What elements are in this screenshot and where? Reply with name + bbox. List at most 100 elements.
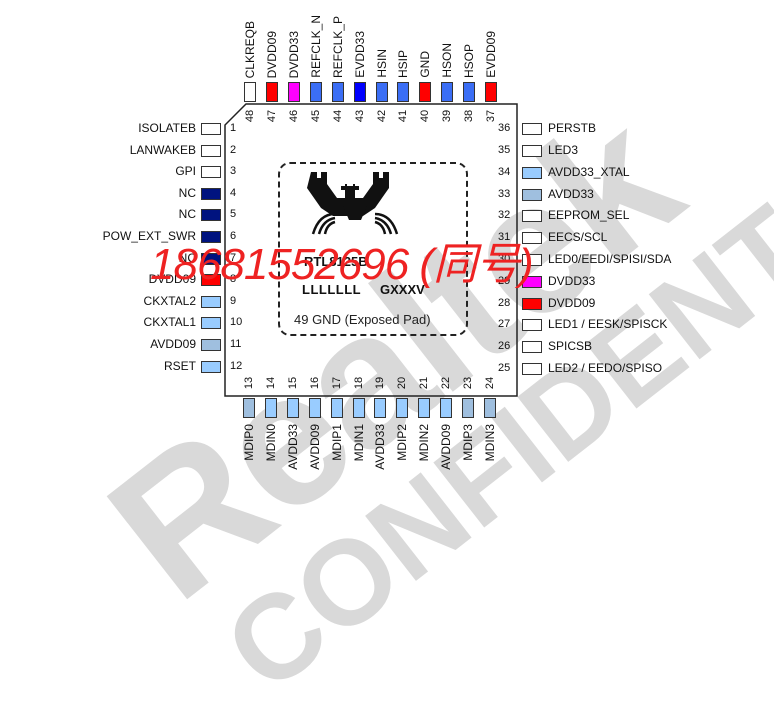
pin-label: CKXTAL1 [143,315,196,330]
pin-label: MDIP0 [242,424,256,461]
pin-label: LED3 [548,143,579,157]
pin-number: 35 [498,144,511,156]
pin-number: 15 [286,376,299,390]
pin-label: AVDD09 [150,337,196,351]
pin-pad [266,82,278,102]
pin-number: 27 [498,318,511,331]
pin-label: MDIP1 [329,424,344,461]
pin-pad [201,360,221,373]
pin-number: 16 [308,376,321,390]
pin-number: 20 [396,376,409,390]
pin-label: SPICSB [548,339,593,354]
pin-pad [463,82,476,102]
pin-label: REFCLK_N [308,15,323,78]
pin-label: HSIP [396,49,411,78]
pin-label: MDIN3 [482,424,497,462]
pin-number: 14 [264,376,277,390]
pin-label: AVDD09 [307,424,322,470]
pin-number: 3 [230,165,237,178]
pin-label: MDIP3 [461,424,475,461]
pin-label: LED1 / EESK/SPISCK [548,317,668,332]
exposed-pad-outline [278,162,468,336]
pin-pad [244,82,257,102]
overlay-phone-number: 18681552696 (同号) [150,240,534,289]
pin-pad [330,398,343,418]
pin-number: 1 [230,122,237,134]
pin-label: DVDD09 [548,295,596,310]
chip-body [224,103,518,397]
pin-label: AVDD33 [373,424,388,470]
pin-pad [419,82,432,102]
pin-number: 25 [498,362,511,374]
pin-label: NC [178,250,196,265]
pin-number: 42 [375,109,388,123]
pin-number: 12 [230,359,243,372]
pin-label: DVDD09 [148,272,196,287]
realtek-crab-logo-icon [307,172,399,235]
pin-label: HSIN [374,49,389,78]
pin-number: 31 [498,231,511,244]
pin-number: 41 [397,109,410,123]
pin-pad [440,398,453,418]
pin-pad [375,82,388,102]
pin-number: 24 [483,376,496,390]
pin-label: POW_EXT_SWR [102,229,196,243]
pin-number: 19 [374,376,387,390]
pin-number: 28 [498,296,511,309]
pin-pad [201,252,221,265]
pin-number: 48 [244,109,257,123]
pin-number: 4 [230,186,237,199]
pin-pad [287,82,300,102]
pin-label: ISOLATEB [138,121,196,135]
pin-number: 38 [463,109,476,123]
pin-number: 33 [498,187,511,200]
pin-pad [201,166,221,179]
pin-pad [522,210,542,223]
pin-pad [374,398,387,418]
pin-label: CKXTAL2 [143,293,196,308]
pin-pad [397,82,410,102]
pin-label: GND [418,51,433,78]
pin-pad [462,398,474,418]
pin-label: MDIP2 [395,424,410,461]
lot-code: LLLLLLL [302,282,362,297]
pin-number: 18 [352,376,365,390]
pin-number: 23 [462,376,474,390]
pin-label: NC [178,185,196,200]
pin-label: EECS/SCL [548,230,608,245]
pin-number: 37 [485,109,497,123]
pin-pad [522,188,542,201]
pin-pad [201,187,221,200]
pin-pad [201,317,221,330]
pin-number: 29 [498,274,511,287]
pin-pad [308,398,321,418]
pin-pad [441,82,454,102]
pin-pad [352,398,365,418]
pin-pad [201,209,221,222]
pin-label: EEPROM_SEL [548,208,630,223]
pin-pad [522,254,542,266]
pin-label: NC [178,207,196,222]
pin-number: 43 [353,109,366,123]
pin-label: AVDD09 [439,424,454,470]
pin-number: 11 [230,338,242,350]
pin-label: LED2 / EEDO/SPISO [548,361,663,375]
pin-label: DVDD33 [286,30,301,78]
chip-outline [224,103,518,397]
pin-pad [309,82,322,102]
pin-number: 26 [498,340,511,353]
pin-label: HSOP [462,43,477,78]
pin-label: AVDD33 [285,424,300,470]
pin-label: CLKREQB [243,20,258,78]
pin-pad [201,295,221,308]
pin-label: DVDD09 [265,30,279,78]
pin-number: 5 [230,208,237,221]
pin-number: 44 [331,109,344,123]
pin-number: 7 [230,251,237,264]
pin-number: 21 [418,376,431,390]
pin-pad [201,123,221,135]
pin-label: MDIN2 [417,424,432,462]
pin-pad [522,319,542,332]
pin-pad [522,363,542,375]
pin-number: 10 [230,316,243,329]
